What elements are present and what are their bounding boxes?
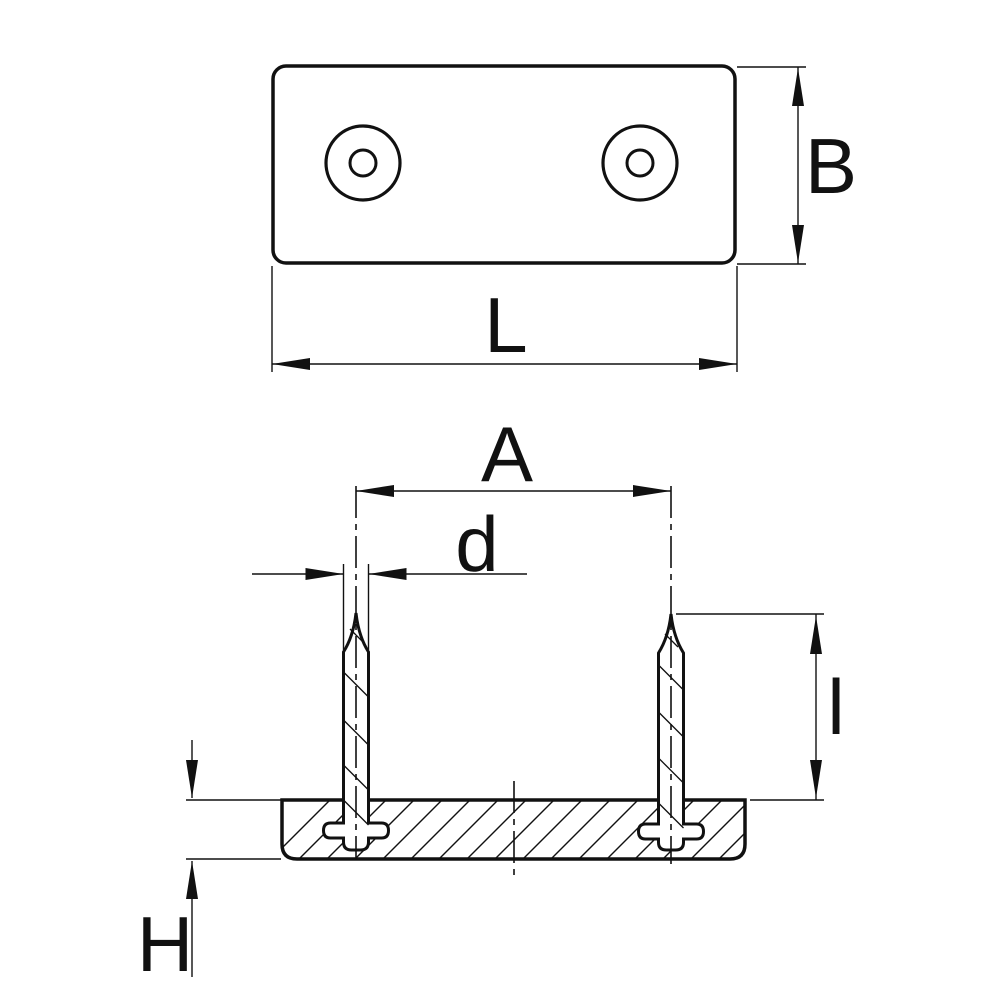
dim-label-pin-spacing: A: [480, 410, 534, 498]
arrow-right-icon: [699, 358, 737, 370]
dim-label-pin-length: l: [827, 663, 845, 751]
arrow-down-icon: [792, 225, 804, 263]
arrow-down-icon: [186, 760, 198, 798]
dimension-pin-spacing: [356, 485, 671, 497]
arrow-up-icon: [810, 616, 822, 654]
arrow-up-icon: [792, 68, 804, 106]
arrow-up-icon: [186, 861, 198, 899]
arrow-left-icon: [272, 358, 310, 370]
top-view: [271, 64, 737, 265]
dim-label-base-thickness: H: [136, 900, 194, 988]
arrow-down-icon: [810, 760, 822, 798]
dimension-pin-length: [676, 613, 824, 801]
dimension-plate-length: [271, 266, 738, 372]
arrow-right-icon: [305, 568, 344, 580]
hole-right: [601, 124, 679, 202]
plate-outline-top: [271, 64, 737, 265]
arrow-left-icon: [356, 485, 394, 497]
dim-label-pin-diameter: d: [455, 500, 499, 588]
base-plate: [280, 798, 747, 861]
hole-left: [324, 124, 402, 202]
dimension-plate-height: [737, 66, 806, 265]
arrow-left-icon: [368, 568, 407, 580]
section-view: [186, 485, 824, 977]
dimension-pin-diameter: [252, 564, 527, 650]
centerlines: [355, 486, 672, 877]
dim-label-plate-height: B: [804, 122, 858, 210]
dimension-base-thickness: [186, 740, 281, 977]
arrow-right-icon: [633, 485, 671, 497]
dim-label-plate-length: L: [484, 281, 528, 369]
